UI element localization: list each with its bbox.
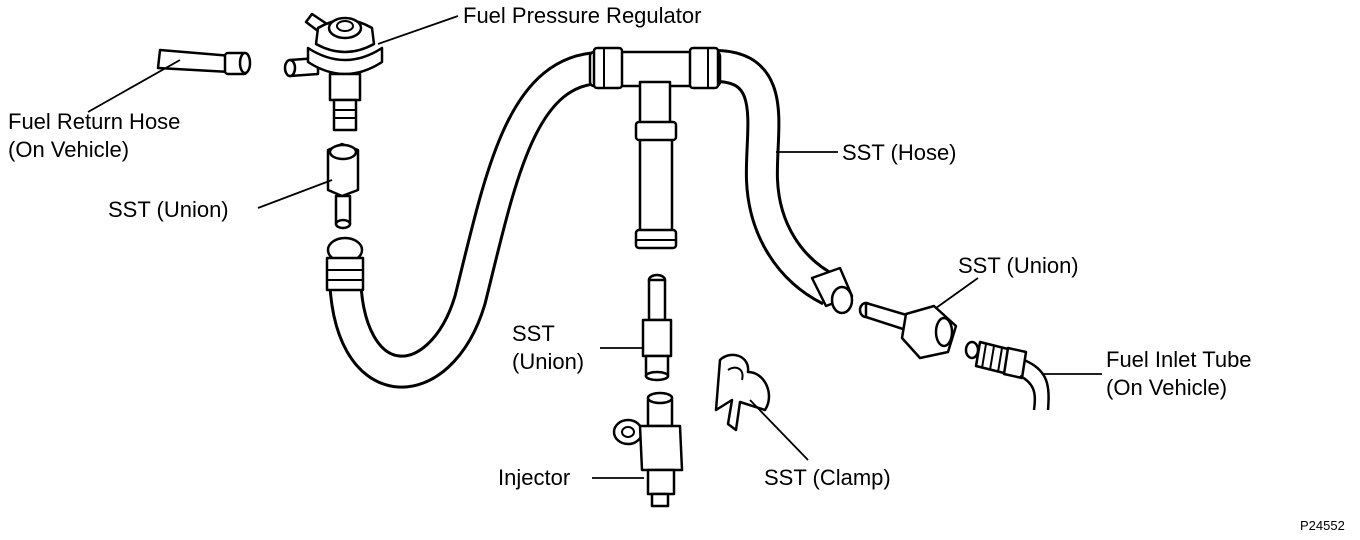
label-fuel-return-hose-line2: (On Vehicle) [8,137,130,162]
label-fuel-inlet-tube-line1: Fuel Inlet Tube [1106,347,1252,372]
leader-fuel-return-hose [87,59,181,113]
sst-union-right [858,301,958,360]
label-sst-union-left: SST (Union) [108,197,229,222]
injector [612,391,684,508]
sst-clamp [714,353,771,432]
leader-sst-clamp [749,399,809,461]
figure-code: P24552 [1300,518,1345,533]
label-fuel-pressure-regulator: Fuel Pressure Regulator [463,3,702,28]
leader-sst-union-right [935,277,979,309]
sst-union-center [641,273,673,382]
label-sst-union-right: SST (Union) [958,253,1079,278]
sst-union-left [326,142,360,230]
label-injector: Injector [498,465,571,490]
sst-hose-left-loop [325,51,602,389]
leader-lines [87,15,1102,479]
label-sst-clamp: SST (Clamp) [764,465,891,490]
label-sst-hose: SST (Hose) [842,140,957,165]
sst-hose-right-arm [713,49,854,315]
fuel-pressure-regulator [283,12,384,132]
fuel-return-hose [156,48,252,76]
label-sst-union-center-line1: SST [512,321,555,346]
leader-sst-union-left [257,179,333,209]
fuel-inlet-tube [964,340,1050,411]
leader-fuel-pressure-regulator [377,15,459,45]
label-fuel-return-hose-line1: Fuel Return Hose [8,109,181,134]
label-sst-union-center-line2: (Union) [512,349,585,374]
label-fuel-inlet-tube-line2: (On Vehicle) [1106,375,1228,400]
sst-hose-vertical [634,120,678,250]
